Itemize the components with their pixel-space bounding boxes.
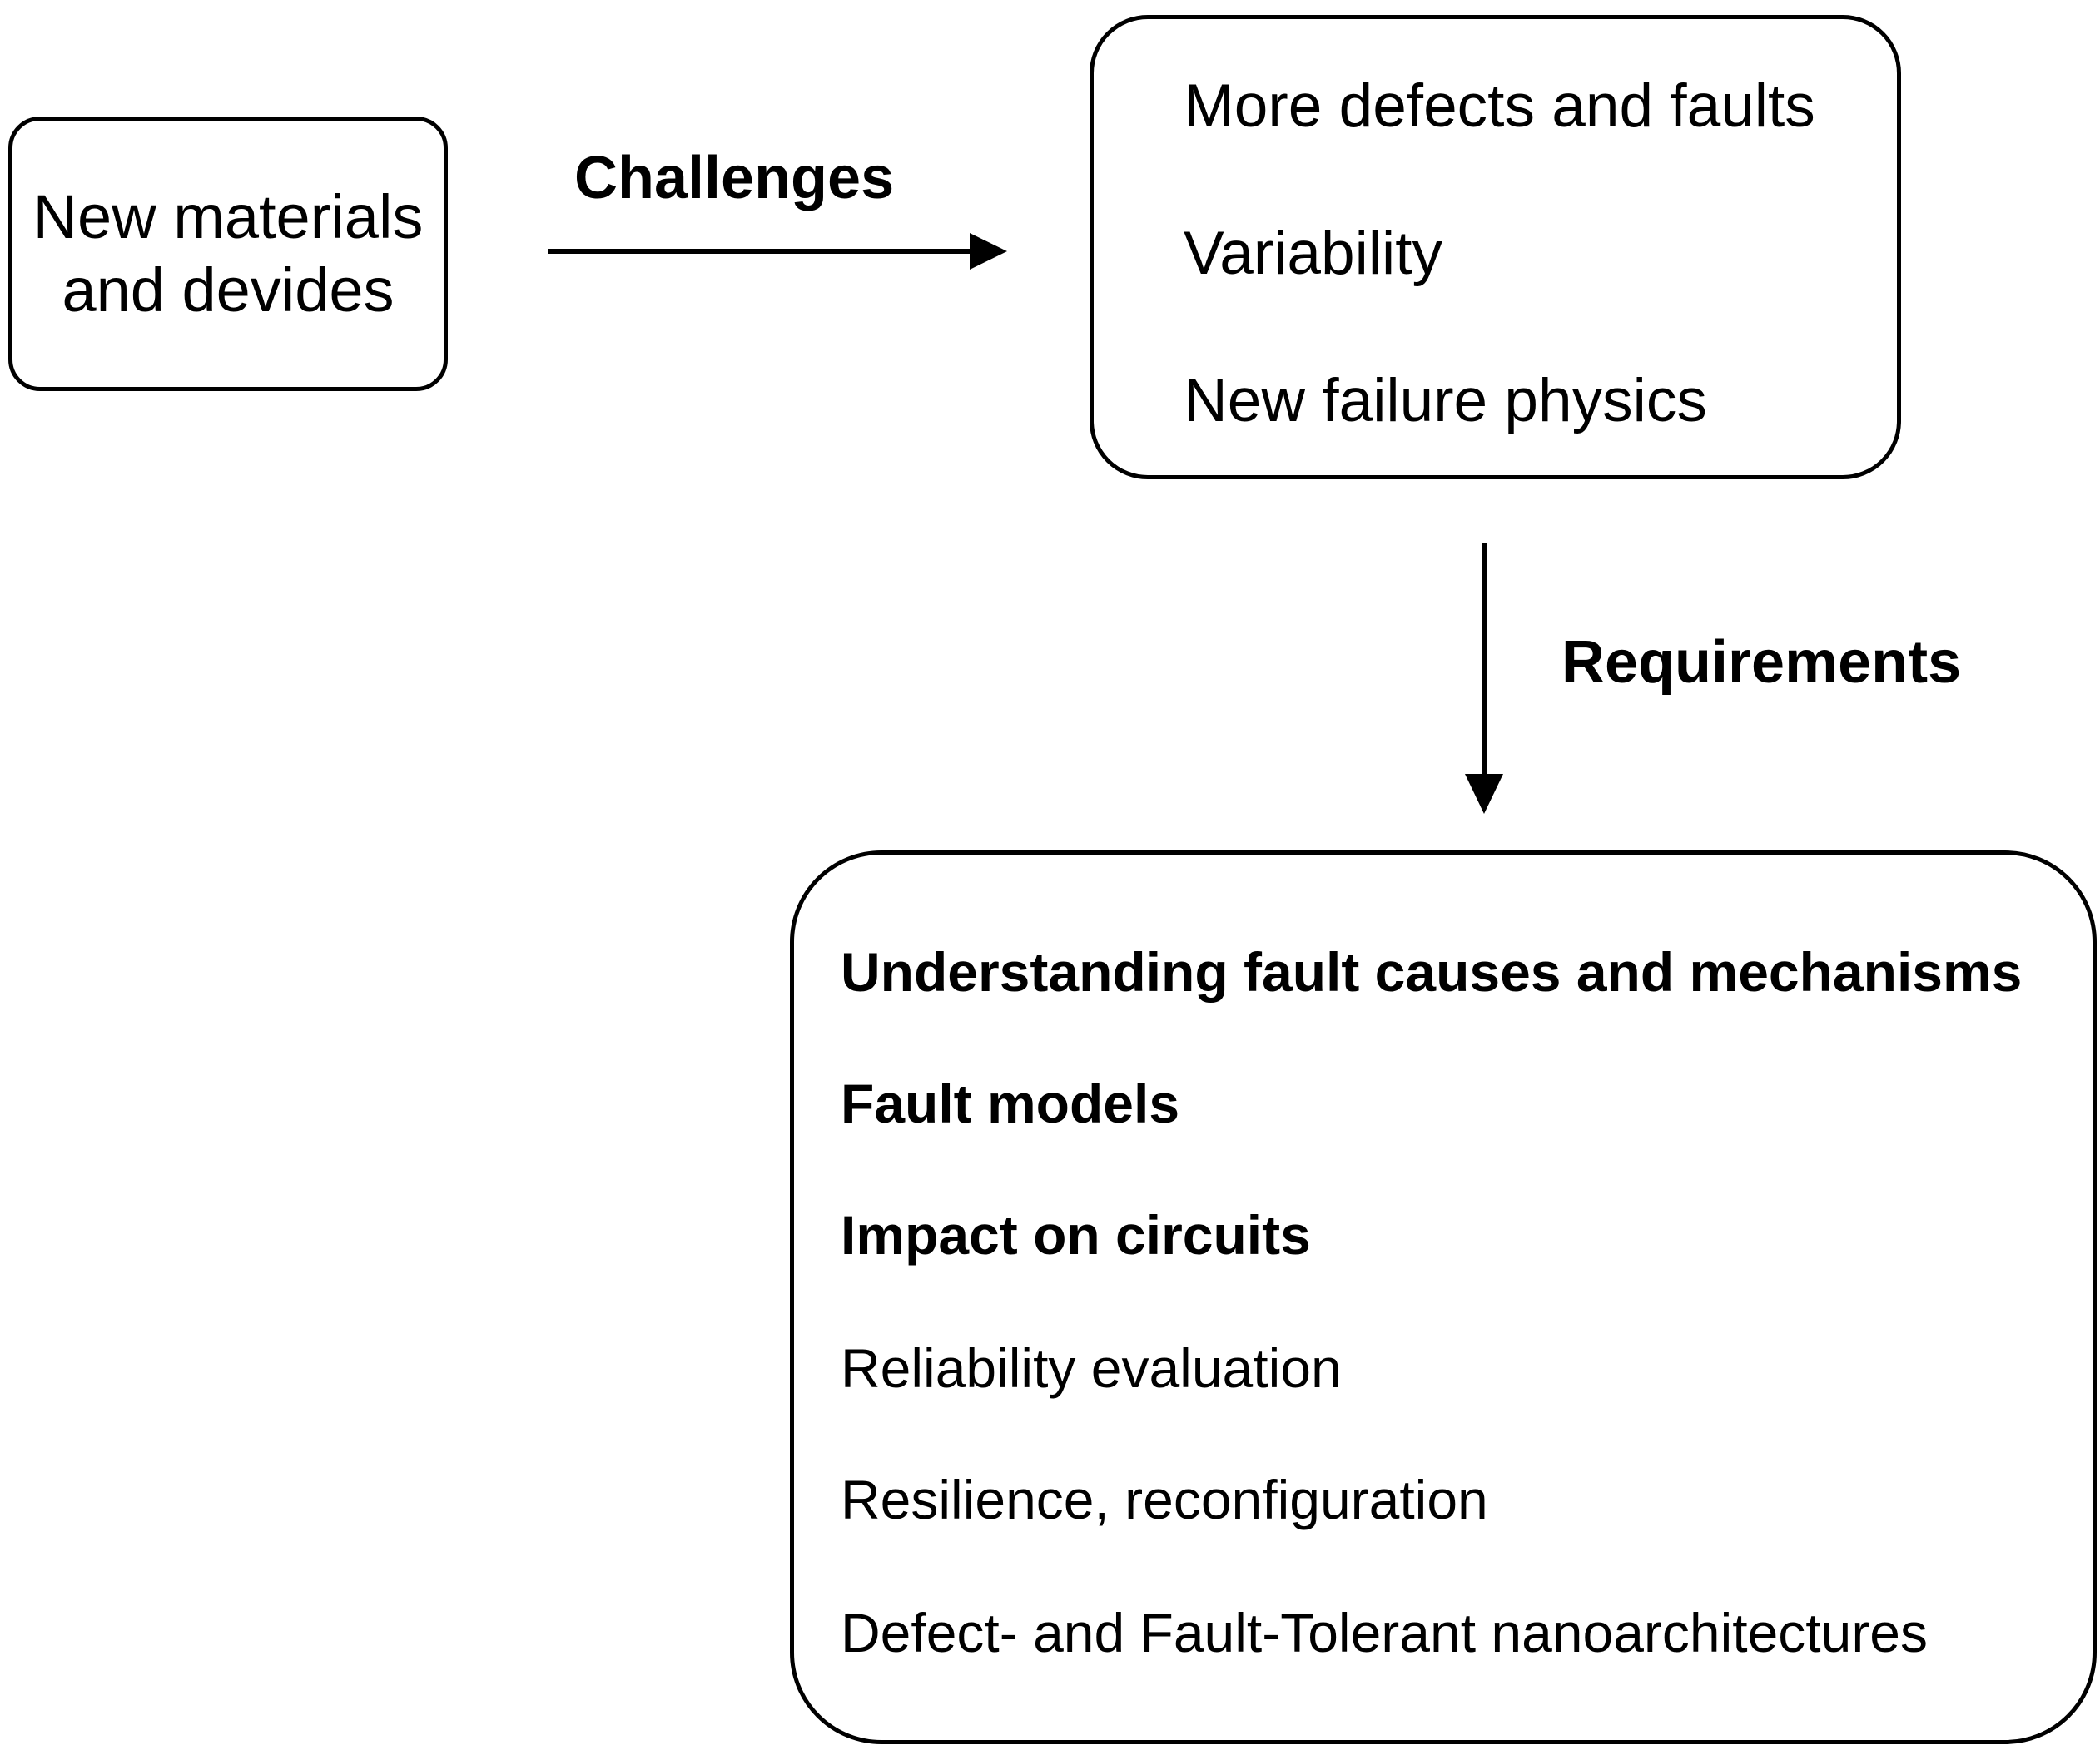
challenge-item-failure-physics: New failure physics xyxy=(1184,367,1707,434)
challenge-item-variability: Variability xyxy=(1184,220,1443,287)
source-line-1: New materials xyxy=(32,182,424,251)
challenges-label: Challenges xyxy=(574,145,895,211)
req-item-reliability: Reliability evaluation xyxy=(841,1337,1342,1399)
req-item-nanoarchitectures: Defect- and Fault-Tolerant nanoarchitect… xyxy=(841,1602,1929,1663)
req-item-fault-causes: Understanding fault causes and mechanism… xyxy=(841,941,2023,1003)
challenge-item-defects: More defects and faults xyxy=(1184,72,1815,140)
requirements-box: Understanding fault causes and mechanism… xyxy=(790,850,2097,1744)
new-materials-box: New materials and devides xyxy=(8,117,448,391)
req-item-fault-models: Fault models xyxy=(841,1073,1180,1134)
challenges-box: More defects and faults Variability New … xyxy=(1090,15,1901,479)
arrow-requirements xyxy=(1465,543,1503,814)
source-line-2: and devides xyxy=(62,255,395,325)
new-materials-text: New materials and devides xyxy=(12,121,444,387)
arrow-challenges xyxy=(548,233,1007,270)
requirements-label: Requirements xyxy=(1561,629,1962,696)
req-item-resilience: Resilience, reconfiguration xyxy=(841,1469,1488,1530)
req-item-impact-circuits: Impact on circuits xyxy=(841,1204,1311,1266)
